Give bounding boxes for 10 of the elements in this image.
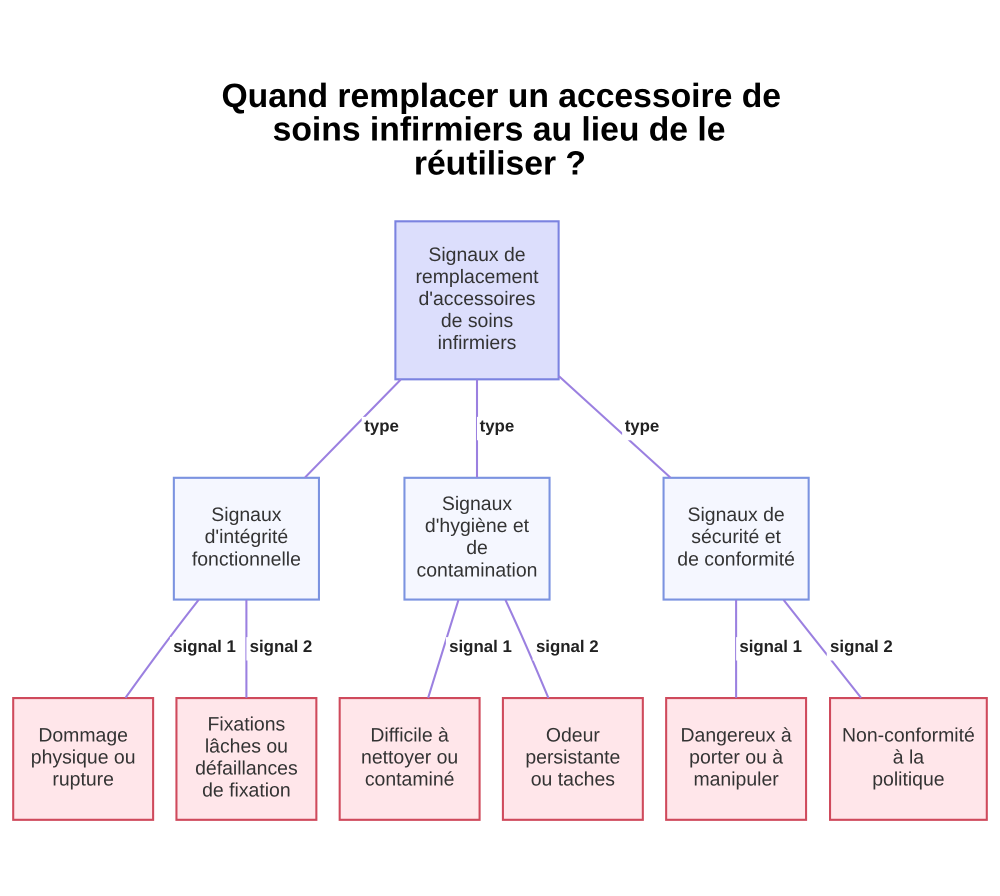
- edge-label: signal 2: [250, 636, 312, 656]
- edge-label: type: [364, 416, 399, 436]
- edge-label: signal 1: [173, 636, 236, 656]
- edge-label: signal 1: [449, 636, 512, 656]
- edge-label: signal 2: [536, 636, 599, 656]
- edge-label: type: [480, 416, 514, 436]
- edge-label: signal 2: [830, 636, 893, 656]
- diagram-title: Quand remplacer un accessoire de soins infirmiers au lieu de le réutiliser ?: [221, 78, 782, 182]
- edge-label: type: [624, 416, 660, 436]
- edge-label: signal 1: [739, 636, 802, 656]
